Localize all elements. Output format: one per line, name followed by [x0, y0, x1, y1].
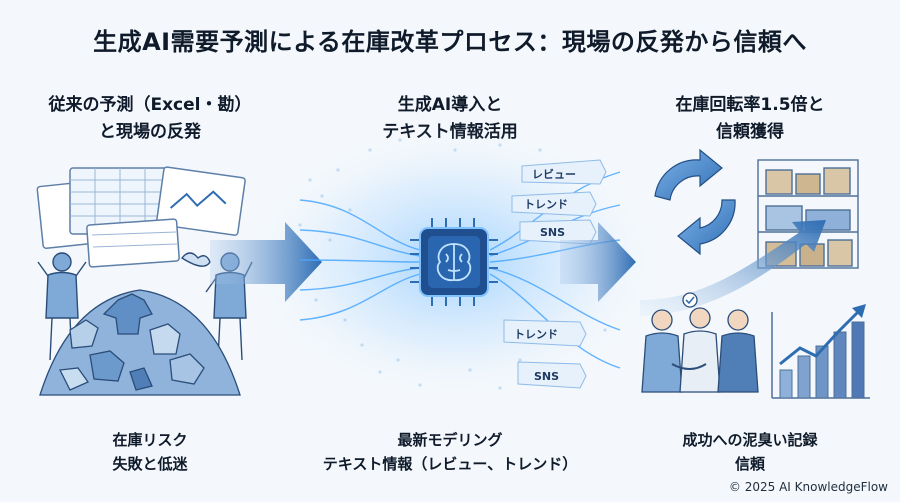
- arrow-phase2-to-phase3: [560, 222, 636, 302]
- phase-1-caption-line1: 在庫リスク: [112, 431, 188, 449]
- stream-tag-3: [519, 219, 597, 245]
- phase-2-title-line1: 生成AI導入と: [397, 95, 503, 115]
- stream-label-4: トレンド: [514, 328, 558, 341]
- stream-tag-5: [517, 361, 587, 389]
- stream-tag-2: [511, 191, 597, 217]
- phase-1-title-line2: と現場の反発: [99, 122, 201, 142]
- phase-3-title-line1: 在庫回転率1.5倍と: [675, 95, 825, 115]
- growth-swoosh-arrow: [640, 220, 826, 316]
- cycle-arrows-icon: [654, 148, 736, 256]
- spreadsheet-icon: [36, 166, 246, 268]
- phase-1-title-line1: 従来の予測（Excel・勘）: [48, 95, 252, 115]
- phase-1-caption: 在庫リスク 失敗と低迷: [40, 428, 260, 476]
- stream-label-3: SNS: [540, 226, 565, 239]
- copyright-text: © 2025 AI KnowledgeFlow: [728, 480, 888, 494]
- brain-icon: [436, 243, 472, 281]
- stream-tag-1: [521, 159, 607, 185]
- phase-1-caption-line2: 失敗と低迷: [112, 455, 188, 473]
- phase-2-caption: 最新モデリング テキスト情報（レビュー、トレンド）: [300, 428, 600, 476]
- stream-label-2: トレンド: [524, 198, 568, 211]
- stream-label-1: レビュー: [532, 167, 576, 181]
- handshake-team-icon: [641, 292, 759, 393]
- page-title: 生成AI需要予測による在庫改革プロセス：現場の反発から信頼へ: [93, 28, 807, 56]
- phase-3-caption-line2: 信頼: [734, 455, 765, 473]
- phase-2-caption-line1: 最新モデリング: [397, 431, 503, 449]
- arrow-phase1-to-phase2: [210, 222, 322, 302]
- phase-2-caption-line2: テキスト情報（レビュー、トレンド）: [322, 455, 578, 473]
- phase-3-caption-line1: 成功への泥臭い記録: [682, 431, 818, 449]
- stream-tags: レビュー トレンド SNS トレンド SNS: [503, 159, 607, 389]
- growth-chart-icon: [771, 304, 870, 399]
- phase-3-title: 在庫回転率1.5倍と 信頼獲得: [630, 92, 870, 146]
- phase-1-title: 従来の予測（Excel・勘） と現場の反発: [20, 92, 280, 146]
- clothes-pile-icon: [39, 289, 241, 396]
- phase-3-title-line2: 信頼獲得: [716, 122, 784, 142]
- phase-3-caption: 成功への泥臭い記録 信頼: [640, 428, 860, 476]
- stream-tag-4: [503, 319, 587, 347]
- stream-label-5: SNS: [534, 370, 559, 383]
